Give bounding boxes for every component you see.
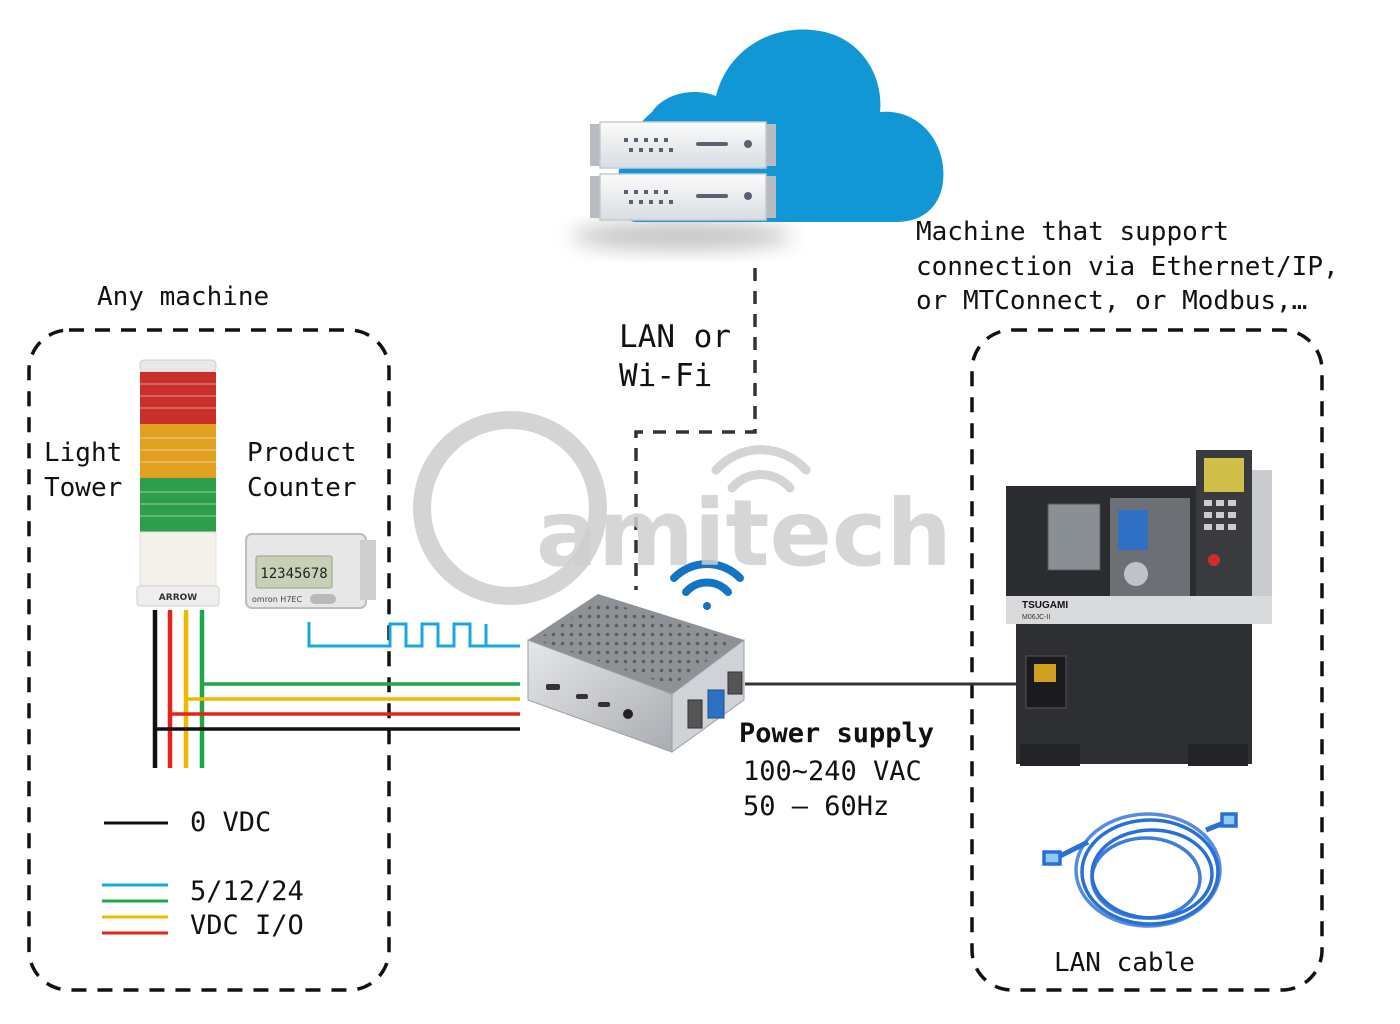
light-tower-label-1: Light: [44, 438, 123, 468]
network-label-1: LAN or: [619, 319, 731, 355]
lan-cable-icon: [1042, 812, 1238, 928]
tower-wires: [152, 610, 520, 768]
product-counter-label-2: Counter: [247, 473, 357, 503]
pulse-signal-wire: [307, 622, 520, 648]
legend-io-2: VDC I/O: [190, 910, 304, 941]
power-supply-frequency: 50 – 60Hz: [743, 791, 890, 822]
watermark-logo-icon: [413, 411, 607, 605]
controller-box-icon: [527, 594, 745, 753]
cnc-machine-boundary: [970, 328, 1324, 992]
cnc-caption-3: or MTConnect, or Modbus,…: [916, 286, 1308, 316]
watermark-text: amitech: [536, 480, 952, 587]
cnc-model: M06JC-II: [1022, 614, 1050, 621]
product-counter-icon: 12345678 omron H7EC: [245, 533, 376, 609]
wifi-icon: [670, 560, 744, 610]
any-machine-title: Any machine: [97, 282, 270, 312]
cnc-brand: TSUGAMI: [1022, 600, 1068, 611]
counter-display: 12345678: [260, 566, 327, 582]
legend-lines: [102, 821, 168, 935]
server-rack-icon: [590, 121, 776, 221]
network-label-2: Wi-Fi: [619, 358, 713, 394]
light-tower-label-2: Tower: [44, 473, 123, 503]
counter-brand: omron H7EC: [252, 595, 302, 604]
product-counter-label-1: Product: [247, 438, 357, 468]
network-link: [634, 268, 757, 590]
power-supply-title: Power supply: [739, 718, 935, 749]
power-supply-voltage: 100~240 VAC: [743, 756, 922, 787]
lan-cable-label: LAN cable: [1054, 948, 1195, 978]
watermark-wifi-icon: [711, 445, 811, 493]
legend-zero-vdc: 0 VDC: [190, 807, 272, 838]
cnc-caption-1: Machine that support: [916, 217, 1230, 247]
cnc-machine-icon: TSUGAMI M06JC-II: [1006, 450, 1272, 766]
cnc-caption-2: connection via Ethernet/IP,: [916, 252, 1339, 282]
any-machine-boundary: [27, 328, 391, 992]
tower-brand: ARROW: [159, 593, 197, 603]
server-shadow: [572, 222, 792, 250]
legend-io-1: 5/12/24: [190, 876, 304, 907]
light-tower-icon: ARROW: [136, 359, 220, 607]
